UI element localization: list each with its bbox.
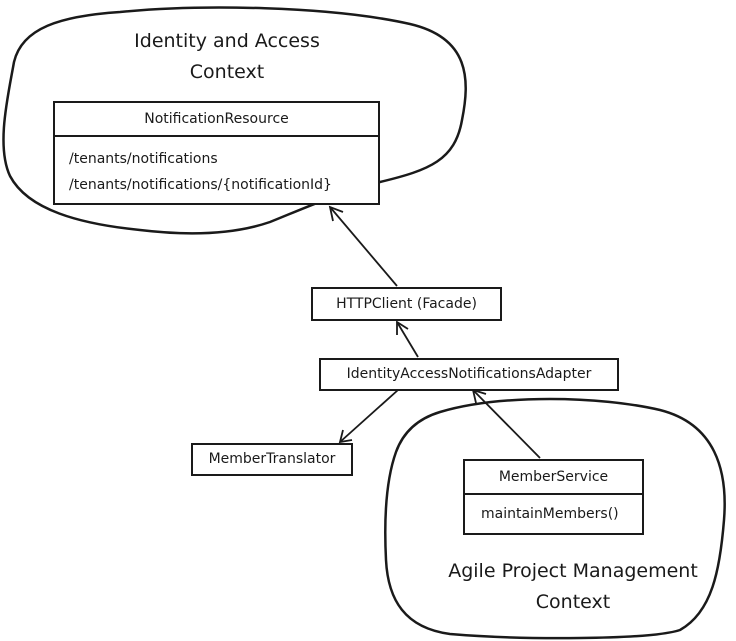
memberservice-operations: maintainMembers() — [465, 493, 642, 533]
arrow-adapter-to-httpclient — [396, 320, 419, 358]
notificationresource-operations: /tenants/notifications /tenants/notifica… — [55, 135, 378, 203]
membertranslator-class-name: MemberTranslator — [208, 451, 336, 467]
arrow-httpclient-to-notificationresource — [328, 205, 398, 287]
operation-maintainmembers: maintainMembers() — [481, 506, 619, 522]
notificationresource-class-name: NotificationResource — [144, 111, 289, 127]
operation-tenants-notifications-id: /tenants/notifications/{notificationId} — [69, 177, 332, 193]
httpclient-facade-class-name: HTTPClient (Facade) — [336, 296, 477, 312]
identityaccessnotificationsadapter-class: IdentityAccessNotificationsAdapter — [319, 358, 619, 391]
agile-context-title-line1: Agile Project Management — [448, 560, 698, 582]
httpclient-facade-class: HTTPClient (Facade) — [311, 287, 502, 321]
identityaccessnotificationsadapter-class-name: IdentityAccessNotificationsAdapter — [346, 366, 592, 382]
operation-tenants-notifications: /tenants/notifications — [69, 151, 218, 167]
arrow-adapter-to-membertranslator — [338, 389, 399, 444]
agile-context-title: Agile Project Management Context — [440, 556, 706, 618]
identity-context-title-line2: Context — [189, 61, 265, 83]
identity-context-title-line1: Identity and Access — [134, 30, 320, 52]
memberservice-class: MemberService maintainMembers() — [463, 459, 644, 535]
identity-context-boundary — [2, 6, 467, 235]
notificationresource-class: NotificationResource /tenants/notificati… — [53, 101, 380, 205]
agile-context-boundary — [384, 397, 726, 640]
identity-context-title: Identity and Access Context — [128, 26, 326, 88]
agile-context-title-line2: Context — [535, 591, 611, 613]
memberservice-class-name: MemberService — [498, 469, 609, 485]
membertranslator-class: MemberTranslator — [191, 443, 353, 476]
